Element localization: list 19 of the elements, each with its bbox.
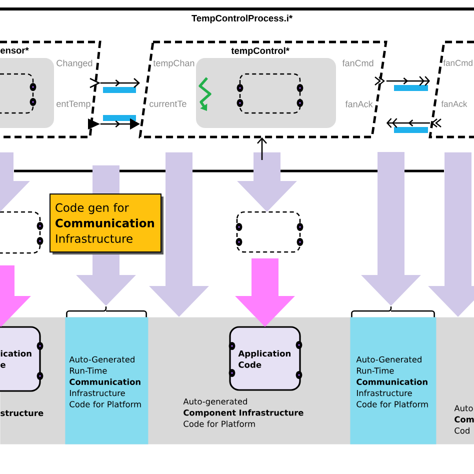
brace xyxy=(66,306,147,319)
arrow xyxy=(386,76,430,86)
title: TempControlProcess.i* xyxy=(192,14,293,24)
arrow xyxy=(386,118,430,128)
port-label: fanCmd xyxy=(342,60,374,66)
callout-box: Code gen for Communication Infrastructure xyxy=(50,194,164,254)
app-box: ication e xyxy=(0,326,41,392)
port-label: fanAck xyxy=(345,100,373,108)
port-label: Changed xyxy=(56,60,92,68)
code-box: Auto-Generated Run-Time Communication Infrastructure Code for Platform xyxy=(350,317,436,444)
brace xyxy=(351,306,435,319)
port-label: currentTe xyxy=(150,100,186,107)
port-label: tempChan xyxy=(153,60,194,68)
port-label: fanAck xyxy=(441,100,468,107)
port-label: entTemp xyxy=(56,100,90,109)
app-box: Application Code xyxy=(229,326,301,391)
code-box: Auto-Generated Run-Time Communication Infrastructure Code for Platform xyxy=(65,317,148,444)
arrow xyxy=(100,78,140,88)
arrow xyxy=(257,137,267,160)
